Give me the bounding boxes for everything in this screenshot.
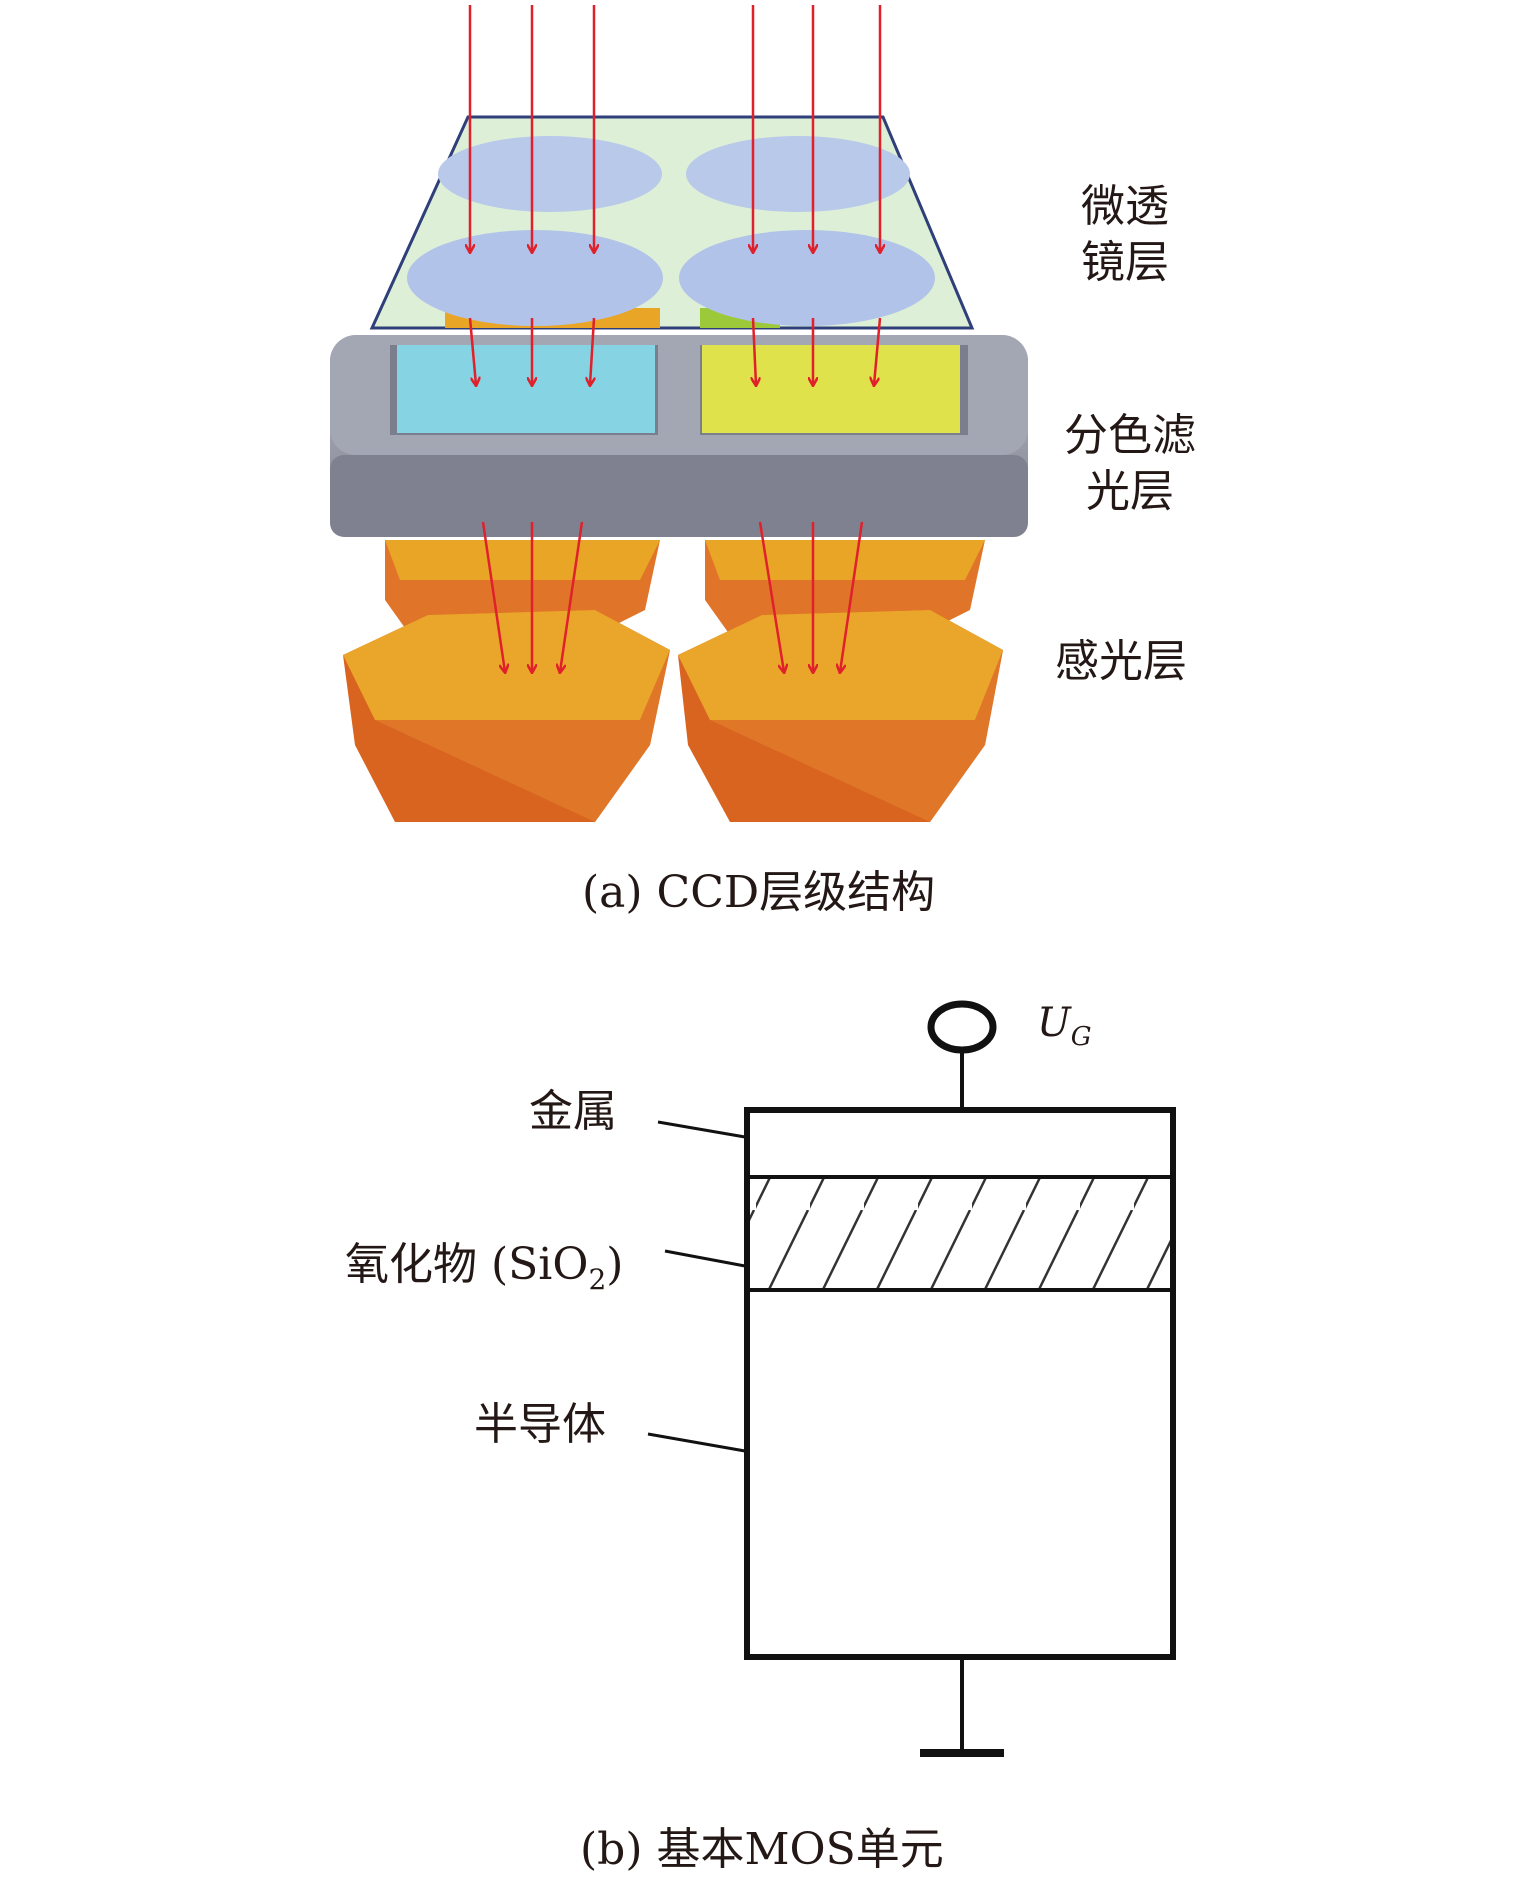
caption-a: (a) CCD层级结构 bbox=[582, 867, 936, 918]
gate-terminal bbox=[927, 1000, 997, 1054]
lens-back-right bbox=[686, 136, 910, 212]
lens-front-left bbox=[407, 230, 663, 326]
oxide-label-sub: 2 bbox=[588, 1262, 607, 1296]
ccd-diagram bbox=[330, 5, 1028, 822]
gate-voltage-sub: G bbox=[1070, 1022, 1092, 1052]
filter-yellow bbox=[702, 345, 960, 433]
color-filter-label-line-1: 分色滤 bbox=[1064, 410, 1196, 461]
filter-cyan bbox=[397, 345, 655, 433]
mos-oxide-hatch bbox=[747, 1177, 1173, 1290]
sensor-front-left bbox=[343, 610, 670, 822]
mos-diagram bbox=[647, 1000, 1176, 1757]
gate-voltage-label: UG bbox=[1037, 1000, 1092, 1052]
photosensitive-label: 感光层 bbox=[1055, 636, 1187, 687]
microlens-label-line-2: 镜层 bbox=[1081, 237, 1169, 288]
oxide-label-end: ) bbox=[606, 1239, 624, 1290]
gate-voltage-main: U bbox=[1037, 1000, 1071, 1046]
microlens-label: 微透 镜层 bbox=[1081, 179, 1169, 291]
oxide-label: 氧化物 (SiO2) bbox=[345, 1237, 623, 1308]
semiconductor-leader bbox=[647, 1432, 746, 1453]
color-filter-label-line-2: 光层 bbox=[1086, 466, 1174, 517]
lens-back-left bbox=[438, 136, 662, 212]
oxide-label-text: 氧化物 (SiO bbox=[345, 1239, 589, 1290]
color-filter-label: 分色滤 光层 bbox=[1064, 408, 1196, 520]
metal-label: 金属 bbox=[529, 1086, 617, 1137]
color-filter-layer bbox=[330, 335, 1028, 537]
microlens-layer bbox=[369, 115, 975, 330]
sensor-front-right bbox=[678, 610, 1003, 822]
microlens-label-line-1: 微透 bbox=[1081, 181, 1169, 232]
lens-front-right bbox=[679, 230, 935, 326]
semiconductor-label: 半导体 bbox=[474, 1399, 606, 1450]
light-rays bbox=[470, 5, 880, 672]
oxide-leader bbox=[664, 1249, 746, 1268]
caption-b: (b) 基本MOS单元 bbox=[580, 1824, 944, 1875]
metal-leader bbox=[657, 1120, 746, 1139]
